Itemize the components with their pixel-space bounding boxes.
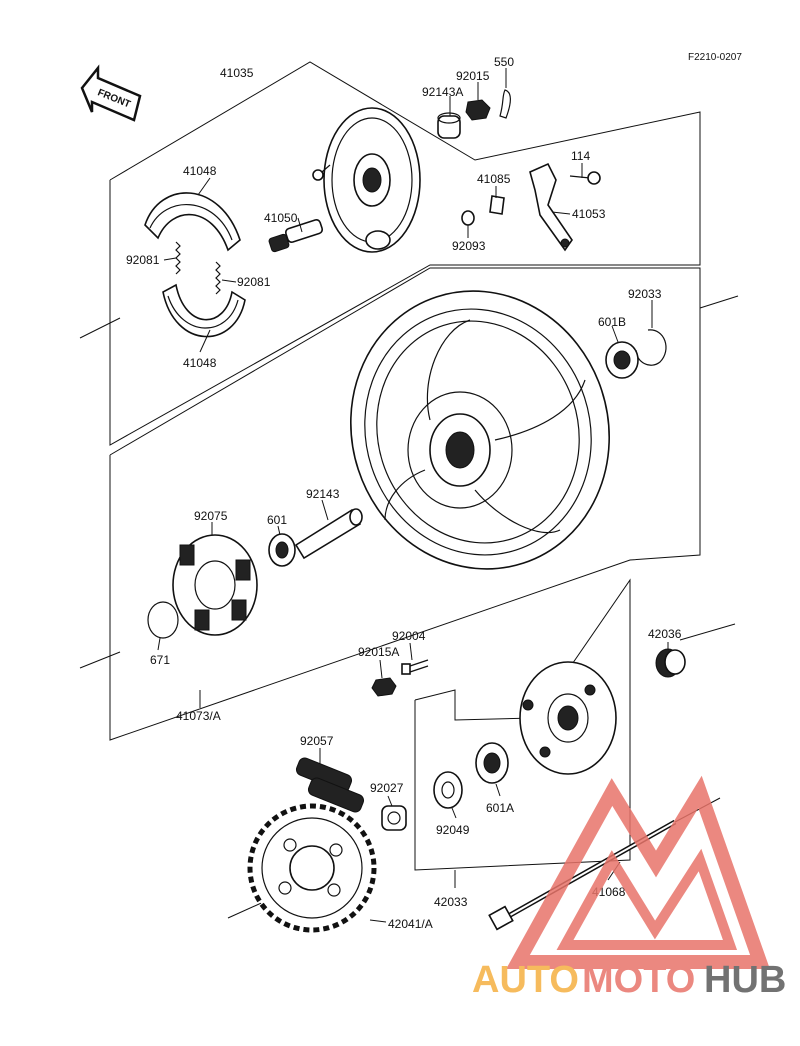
cotter-pin-550 (499, 89, 511, 119)
label-41073a: 41073/A (176, 709, 221, 723)
o-ring-671 (147, 601, 179, 639)
label-92081-left: 92081 (126, 253, 160, 267)
spring-left (175, 241, 181, 275)
collar-42036 (655, 648, 686, 678)
spring-right (215, 261, 221, 295)
oil-seal-92049 (433, 771, 463, 809)
nut-92015 (465, 99, 491, 121)
label-92057: 92057 (300, 734, 334, 748)
bearing-601b (605, 341, 639, 379)
front-arrow-icon: FRONT (80, 64, 142, 122)
label-92027: 92027 (370, 781, 404, 795)
bolt-114 (569, 171, 601, 185)
label-41050: 41050 (264, 211, 298, 225)
label-92004: 92004 (392, 629, 426, 643)
rear-wheel (350, 290, 610, 570)
brake-panel (312, 107, 421, 253)
label-92049: 92049 (436, 823, 470, 837)
label-42033: 42033 (434, 895, 468, 909)
circlip-92033 (635, 329, 667, 366)
bushing-92143a (437, 112, 461, 139)
brake-cam (268, 219, 324, 253)
stud-92004 (401, 659, 429, 675)
label-92075: 92075 (194, 509, 228, 523)
label-92143: 92143 (306, 487, 340, 501)
label-601a: 601A (486, 801, 514, 815)
watermark-triangle-icon (506, 775, 770, 969)
leader-lines (157, 68, 669, 923)
watermark-logo: AUTO MOTO HUB (472, 775, 786, 1001)
bearing-601a (475, 742, 509, 784)
coupling-hub (519, 661, 617, 775)
washer-41085 (489, 195, 505, 215)
collar-92027 (381, 805, 407, 831)
spacer-92143 (294, 508, 363, 560)
label-42041a: 42041/A (388, 917, 433, 931)
watermark-moto: MOTO (582, 959, 695, 1001)
bearing-601 (268, 533, 296, 567)
label-41035: 41035 (220, 66, 254, 80)
label-671: 671 (150, 653, 170, 667)
label-601: 601 (267, 513, 287, 527)
label-92015a: 92015A (358, 645, 399, 659)
label-92143a: 92143A (422, 85, 463, 99)
label-41048-top: 41048 (183, 164, 217, 178)
sprocket-42041a (247, 803, 377, 933)
label-41048-bottom: 41048 (183, 356, 217, 370)
washer-92093 (461, 210, 475, 226)
part-labels: 41035 41048 41048 92081 92081 41050 550 … (126, 55, 682, 931)
label-92015: 92015 (456, 69, 490, 83)
label-114: 114 (571, 149, 590, 163)
watermark-hub: HUB (704, 959, 786, 1001)
label-92093: 92093 (452, 239, 486, 253)
label-92033: 92033 (628, 287, 662, 301)
brake-shoe-lower (162, 283, 246, 338)
label-41053: 41053 (572, 207, 606, 221)
chain-92057 (295, 757, 365, 813)
group-frames (79, 61, 739, 919)
brake-shoe-upper (144, 192, 241, 252)
label-92081-right: 92081 (237, 275, 271, 289)
label-550: 550 (494, 55, 514, 69)
watermark-auto: AUTO (472, 959, 579, 1001)
damper-92075 (172, 534, 258, 636)
lever-41053 (529, 162, 573, 252)
figure-code: F2210-0207 (688, 52, 742, 63)
label-601b: 601B (598, 315, 626, 329)
label-42036: 42036 (648, 627, 682, 641)
nut-92015a (371, 677, 397, 697)
label-41085: 41085 (477, 172, 511, 186)
